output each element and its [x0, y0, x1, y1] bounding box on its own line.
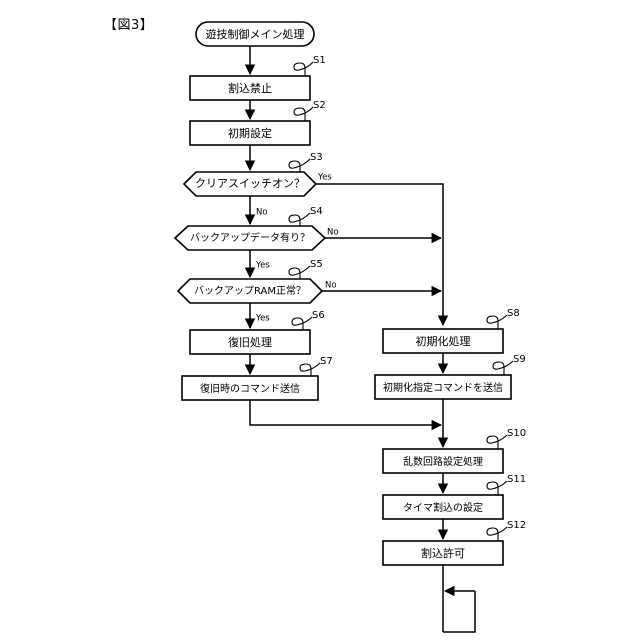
leader-s6 — [291, 316, 313, 330]
leader-s7 — [299, 362, 321, 376]
node-s2-label: 初期設定 — [228, 126, 272, 140]
step-label-s10: S10 — [507, 428, 526, 439]
step-label-s9: S9 — [513, 354, 526, 365]
node-s8-label: 初期化処理 — [416, 334, 471, 348]
node-s3-label: クリアスイッチオン？ — [195, 177, 305, 190]
branch-label-s4-yes: Yes — [255, 261, 270, 271]
leader-s11 — [486, 480, 508, 495]
edge-s7-to-trunk — [249, 400, 443, 431]
node-s12-label: 割込許可 — [421, 546, 465, 560]
leader-s3 — [288, 158, 311, 172]
branch-label-s5-no: No — [325, 281, 337, 291]
node-start-label: 遊技制御メイン処理 — [206, 27, 305, 41]
edge-s3-yes-to-s8 — [316, 183, 449, 327]
figure-caption: 【図3】 — [104, 18, 154, 33]
node-s9[interactable]: 初期化指定コマンドを送信 — [374, 374, 512, 400]
step-label-s6: S6 — [312, 310, 325, 321]
branch-label-s5-yes: Yes — [255, 314, 270, 324]
node-s5-label: バックアップRAM正常？ — [194, 284, 306, 297]
node-s6-label: 復旧処理 — [228, 336, 272, 349]
node-s8[interactable]: 初期化処理 — [382, 328, 504, 354]
branch-label-s3-yes: Yes — [317, 173, 332, 183]
leader-s12 — [486, 526, 508, 541]
node-s9-label: 初期化指定コマンドを送信 — [383, 381, 503, 394]
step-label-s11: S11 — [507, 474, 526, 485]
node-start[interactable]: 遊技制御メイン処理 — [195, 21, 315, 47]
branch-label-s4-no: No — [327, 228, 339, 238]
edge-loop-return-path — [443, 591, 476, 633]
node-s7-label: 復旧時のコマンド送信 — [200, 382, 300, 395]
node-s10-label: 乱数回路設定処理 — [403, 455, 483, 468]
node-s1[interactable]: 割込禁止 — [189, 75, 311, 101]
leader-s5 — [288, 265, 311, 279]
leader-s10 — [486, 434, 508, 449]
leader-s8 — [486, 314, 508, 329]
node-s12[interactable]: 割込許可 — [382, 540, 504, 566]
node-s2[interactable]: 初期設定 — [189, 120, 311, 146]
leader-s1 — [293, 61, 314, 76]
node-s3[interactable]: クリアスイッチオン？ — [182, 171, 318, 197]
step-label-s4: S4 — [310, 206, 323, 217]
node-s11-label: タイマ割込の設定 — [403, 501, 483, 514]
node-s1-label: 割込禁止 — [228, 81, 272, 95]
branch-label-s3-no: No — [256, 208, 268, 218]
node-s4[interactable]: バックアップデータ有り？ — [173, 225, 327, 251]
step-label-s12: S12 — [507, 520, 526, 531]
node-s4-label: バックアップデータ有り？ — [190, 231, 310, 244]
step-label-s8: S8 — [507, 308, 520, 319]
node-s6[interactable]: 復旧処理 — [189, 329, 311, 355]
node-s7[interactable]: 復旧時のコマンド送信 — [181, 375, 319, 401]
leader-s9 — [492, 360, 514, 375]
node-s5[interactable]: バックアップRAM正常？ — [176, 278, 324, 304]
node-s10[interactable]: 乱数回路設定処理 — [382, 448, 504, 474]
step-label-s2: S2 — [313, 100, 326, 111]
step-label-s7: S7 — [320, 356, 333, 367]
leader-s2 — [293, 106, 314, 121]
step-label-s5: S5 — [310, 259, 323, 270]
step-label-s1: S1 — [313, 55, 326, 66]
leader-s4 — [288, 212, 311, 226]
node-s11[interactable]: タイマ割込の設定 — [382, 494, 504, 520]
step-label-s3: S3 — [310, 152, 323, 163]
